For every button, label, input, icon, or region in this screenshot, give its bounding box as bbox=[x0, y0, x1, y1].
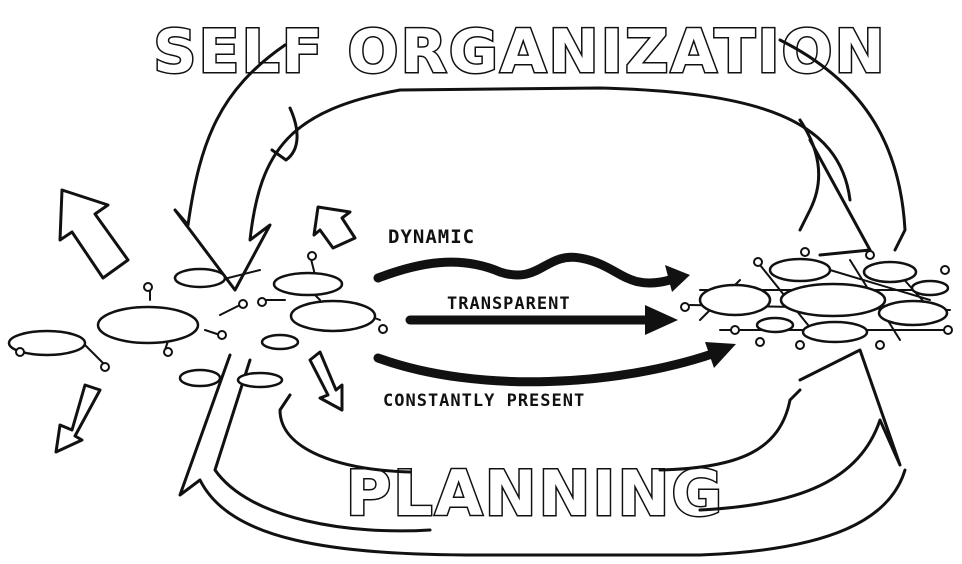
network-node bbox=[96, 305, 200, 345]
transparent-arrow bbox=[405, 305, 678, 335]
label-transparent: TRANSPARENT bbox=[447, 294, 571, 314]
left-network bbox=[7, 251, 388, 389]
network-node bbox=[755, 316, 795, 334]
network-node bbox=[877, 299, 949, 327]
right-network bbox=[680, 247, 953, 350]
dynamic-arrow bbox=[373, 252, 690, 292]
network-node bbox=[768, 257, 832, 283]
left-outgoing-arrows bbox=[54, 188, 357, 454]
network-node bbox=[7, 329, 87, 357]
constantly-present-arrow bbox=[373, 342, 736, 387]
network-node bbox=[801, 320, 869, 344]
network-node bbox=[173, 267, 227, 289]
network-node bbox=[779, 282, 887, 318]
network-node bbox=[260, 333, 300, 351]
title-planning: PLANNING bbox=[346, 457, 725, 530]
network-node bbox=[178, 368, 222, 388]
planning-loop-arrow bbox=[178, 348, 907, 557]
label-dynamic: DYNAMIC bbox=[388, 226, 475, 248]
network-node bbox=[698, 283, 772, 317]
network-node bbox=[236, 371, 284, 389]
label-constantly-present: CONSTANTLY PRESENT bbox=[383, 391, 585, 411]
network-node bbox=[289, 299, 377, 333]
title-self-organization: SELF ORGANIZATION bbox=[153, 17, 887, 87]
network-node bbox=[862, 260, 918, 284]
network-node bbox=[910, 279, 950, 297]
network-node bbox=[272, 271, 344, 297]
